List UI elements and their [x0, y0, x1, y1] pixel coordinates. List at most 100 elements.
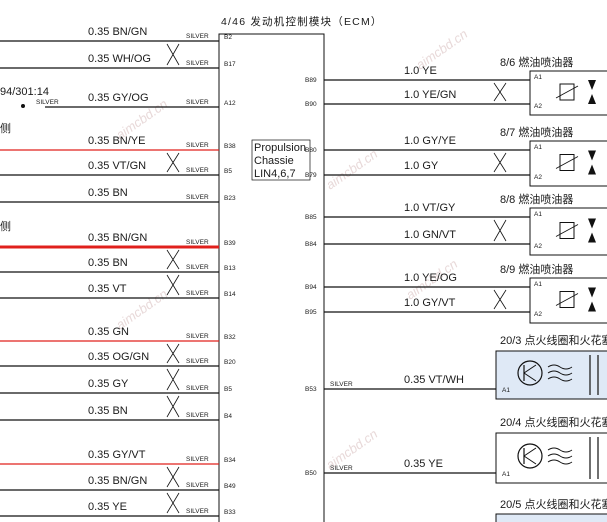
ignition-transistor-icon [523, 455, 537, 465]
left-wire-label: 0.35 BN/GN [88, 26, 147, 38]
left-fragment-text: 侧 [0, 122, 11, 135]
injector-coil-icon [559, 222, 575, 239]
pin-label: A1 [502, 387, 510, 394]
silver-label: SILVER [186, 358, 209, 365]
injector-box [529, 277, 607, 324]
twist-mark [166, 395, 180, 418]
left-wire-label: 0.35 BN/YE [88, 135, 145, 147]
left-wire-label: 0.35 YE [88, 501, 127, 513]
injector-box [529, 207, 607, 256]
silver-label: SILVER [186, 194, 209, 201]
ecm-pin-label: B34 [224, 457, 236, 464]
left-wire-label: 0.35 VT [88, 283, 127, 295]
left-wire-label: 0.35 GN [88, 326, 129, 338]
ecm-pin-label: A12 [224, 100, 236, 107]
coil-box [495, 432, 607, 484]
ecm-pin-label: B49 [224, 483, 236, 490]
twist-mark [166, 43, 180, 66]
twist-mark [166, 343, 180, 364]
silver-label: SILVER [186, 412, 209, 419]
pin-label: A1 [534, 74, 542, 81]
coil-wire-label: 0.35 YE [404, 458, 443, 470]
injector-wire-label: 1.0 GY/YE [404, 135, 456, 147]
silver-label: SILVER [186, 456, 209, 463]
injector-coil-icon [555, 85, 579, 99]
injector-wire-label: 1.0 YE [404, 65, 437, 77]
coil-wire-label: 0.35 VT/WH [404, 374, 464, 386]
ecm-pin-label: B17 [224, 61, 236, 68]
injector-box [529, 140, 607, 187]
pin-label: A2 [534, 311, 542, 318]
ecm-pin-label: B13 [224, 265, 236, 272]
injector-coil-icon [555, 293, 579, 306]
twist-mark [166, 368, 180, 391]
silver-label: SILVER [186, 239, 209, 246]
twist-mark [166, 274, 180, 296]
injector-wire-label: 1.0 GY/VT [404, 297, 456, 309]
twist-mark [493, 152, 507, 173]
left-fragment-text: 侧 [0, 220, 11, 233]
twist-mark [493, 289, 507, 310]
twist-mark [493, 82, 507, 102]
module-title: 4/46 发动机控制模块（ECM） [221, 15, 383, 28]
injector-title: 8/6 燃油喷油器 [500, 55, 573, 69]
silver-label: SILVER [186, 33, 209, 40]
injector-coil-icon [559, 291, 575, 308]
left-wire-label: 0.35 BN [88, 405, 128, 417]
injector-wire-label: 1.0 YE/GN [404, 89, 456, 101]
silver-label: SILVER [186, 508, 209, 515]
ecm-pin-label: B50 [305, 470, 317, 477]
coil-title: 20/3 点火线圈和火花塞 [500, 333, 607, 347]
left-wire-label: 0.35 BN/GN [88, 475, 147, 487]
ecm-pin-label: B80 [305, 147, 317, 154]
injector-nozzle-icon [588, 287, 596, 298]
injector-wire-label: 1.0 GN/VT [404, 229, 456, 241]
silver-label: SILVER [186, 333, 209, 340]
twist-mark [166, 492, 180, 514]
silver-label: SILVER [186, 142, 209, 149]
silver-label: SILVER [186, 290, 209, 297]
injector-box [529, 70, 607, 116]
ecm-pin-label: B94 [305, 284, 317, 291]
injector-coil-icon [559, 154, 575, 171]
ecm-pin-label: B32 [224, 334, 236, 341]
injector-wire-label: 1.0 VT/GY [404, 202, 456, 214]
silver-label: SILVER [186, 482, 209, 489]
silver-label: SILVER [186, 385, 209, 392]
coil-title: 20/5 点火线圈和火花塞 [500, 497, 607, 511]
twist-mark [166, 152, 180, 173]
ecm-pin-label: B89 [305, 77, 317, 84]
note-line: Propulsion [254, 142, 306, 154]
left-fragment-text: 94/301:14 [0, 86, 49, 98]
injector-coil-icon [555, 224, 579, 237]
ignition-transistor-icon [523, 372, 537, 382]
left-wire-label: 0.35 GY/VT [88, 449, 146, 461]
injector-coil-icon [559, 83, 575, 101]
coil-title: 20/4 点火线圈和火花塞 [500, 415, 607, 429]
ecm-pin-label: B85 [305, 214, 317, 221]
pin-label: A1 [534, 144, 542, 151]
ecm-pin-label: B14 [224, 291, 236, 298]
left-wire-label: 0.35 GY/OG [88, 92, 149, 104]
ecm-pin-label: B2 [224, 34, 232, 41]
ignition-transistor-icon [517, 360, 543, 386]
pin-label: A2 [534, 243, 542, 250]
twist-mark [493, 219, 507, 242]
ecm-pin-label: B5 [224, 386, 232, 393]
left-wire-label: 0.35 GY [88, 378, 129, 390]
coil-winding-icon [547, 459, 573, 465]
injector-nozzle-icon [588, 150, 596, 161]
left-wire-label: 0.35 VT/GN [88, 160, 146, 172]
coil-box [495, 513, 607, 522]
pin-label: A1 [502, 471, 510, 478]
injector-wire-label: 1.0 GY [404, 160, 439, 172]
ecm-pin-label: B33 [224, 509, 236, 516]
ecm-pin-label: B39 [224, 240, 236, 247]
coil-winding-icon [547, 447, 573, 453]
ignition-transistor-icon [523, 447, 537, 457]
left-wire-label: 0.35 BN [88, 187, 128, 199]
pin-label: A1 [534, 211, 542, 218]
ecm-pin-label: B84 [305, 241, 317, 248]
left-wire-label: 0.35 BN [88, 257, 128, 269]
